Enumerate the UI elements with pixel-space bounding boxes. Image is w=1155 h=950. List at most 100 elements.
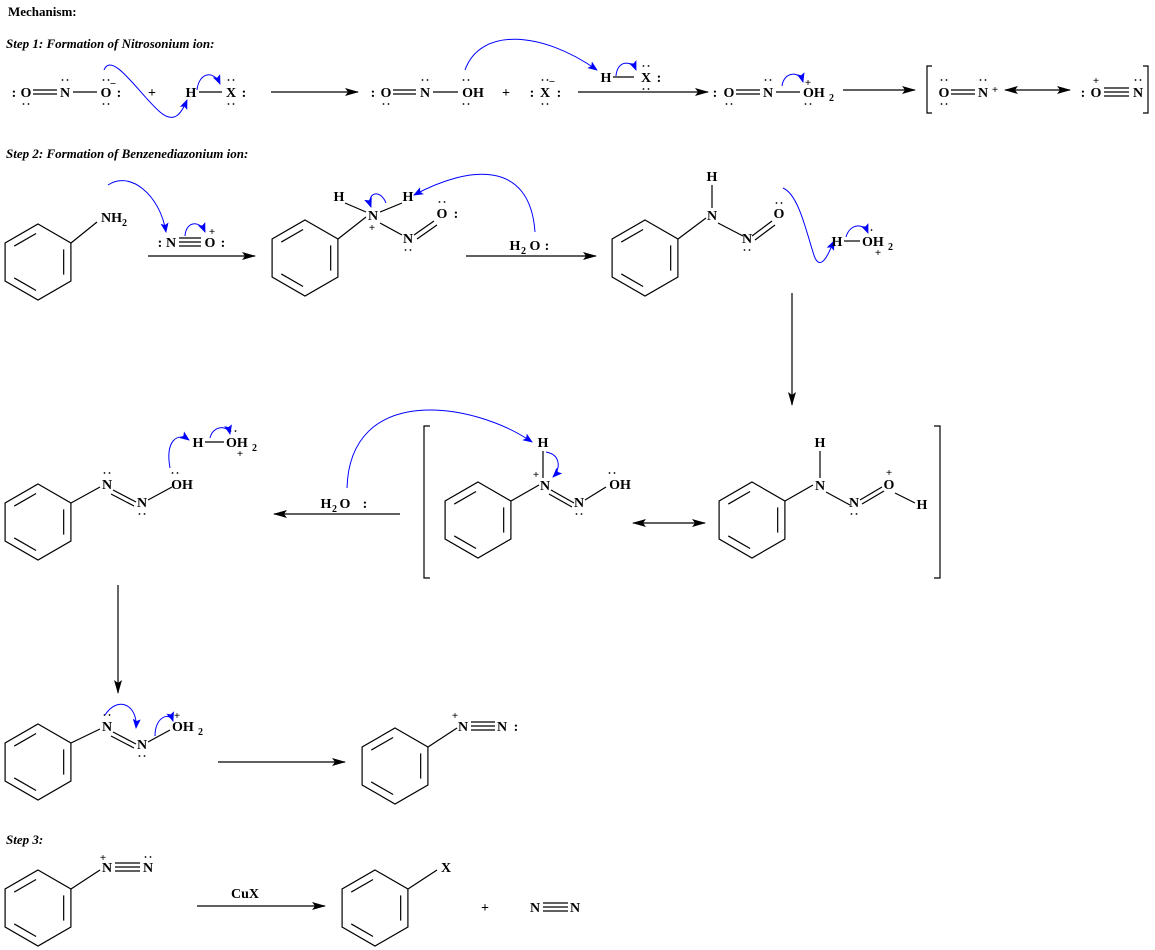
lone-pair-dot — [608, 472, 611, 474]
lone-pair-dot — [404, 249, 407, 251]
bond — [751, 220, 773, 237]
lone-pair-dot — [642, 65, 645, 67]
atom-label-O: O — [381, 86, 392, 101]
atom-label-colon: : — [657, 71, 662, 86]
atom-label-H: H — [186, 86, 197, 101]
atom-label-OH: OH — [462, 86, 484, 101]
bond — [70, 221, 98, 244]
curved-electron-arrow — [346, 409, 533, 489]
atom-label-plus: + — [452, 710, 458, 722]
atom-label-NH: NH — [101, 211, 122, 226]
lone-pair-dot — [541, 79, 544, 81]
benzene-ring — [361, 727, 429, 805]
lone-pair-dot — [108, 714, 111, 716]
atom-label-sub2: 2 — [252, 443, 257, 454]
bond — [453, 490, 477, 505]
atom-label-OH: OH — [172, 720, 194, 735]
bond — [13, 537, 37, 552]
lone-pair-dot — [1139, 79, 1142, 81]
atom-label-OH: OH — [862, 235, 884, 250]
atom-label-H: H — [601, 71, 612, 86]
lone-pair-dot — [171, 472, 174, 474]
curved-electron-arrow — [103, 64, 188, 118]
lone-pair-dot — [850, 513, 853, 515]
atom-label-N: N — [742, 232, 752, 247]
lone-pair-dot — [984, 79, 987, 81]
bond — [344, 202, 367, 213]
bond — [620, 273, 644, 288]
curved-electron-arrow — [154, 711, 174, 737]
atom-label-N: N — [497, 720, 507, 735]
atom-label-plus: + — [174, 710, 180, 722]
atom-label-N: N — [137, 738, 147, 753]
bracket — [1143, 65, 1149, 114]
atom-label-plus: + — [481, 901, 489, 916]
lone-pair-dot — [443, 201, 446, 203]
atom-label-plus: + — [992, 84, 998, 96]
bond — [407, 869, 438, 890]
atom-label-H: H — [403, 190, 414, 205]
bond — [350, 923, 374, 938]
bond — [110, 493, 135, 507]
atom-label-H: H — [538, 436, 549, 451]
atom-label-N: N — [102, 478, 112, 493]
lone-pair-dot — [979, 79, 982, 81]
lone-pair-dot — [66, 79, 69, 81]
bond — [584, 486, 607, 501]
atom-label-X: X — [540, 86, 550, 101]
lone-pair-dot — [232, 103, 235, 105]
atom-label-sub2: 2 — [829, 93, 834, 104]
curved-electron-arrow — [168, 431, 190, 469]
lone-pair-dot — [769, 79, 772, 81]
lone-pair-dot — [387, 103, 390, 105]
atom-label-colon: : — [242, 86, 247, 101]
atom-label-X: X — [441, 861, 451, 876]
bond — [13, 732, 37, 747]
atom-label-plus: + — [805, 77, 811, 89]
lone-pair-dot — [409, 249, 412, 251]
lone-pair-dot — [102, 103, 105, 105]
atom-label-colon: : — [545, 239, 550, 254]
lone-pair-dot — [234, 430, 237, 432]
lone-pair-dot — [138, 755, 141, 757]
bond — [112, 731, 137, 745]
lone-pair-dot — [107, 103, 110, 105]
benzene-ring — [718, 481, 786, 559]
bond — [280, 273, 304, 288]
curved-electron-arrow — [615, 60, 637, 77]
atom-label-plus: + — [886, 467, 892, 479]
bond — [416, 224, 438, 240]
lone-pair-dot — [804, 103, 807, 105]
bond — [825, 491, 851, 506]
atom-label-O: O — [939, 86, 950, 101]
lone-pair-dot — [613, 472, 616, 474]
atom-label-colon: : — [12, 86, 17, 101]
atom-label-O: O — [724, 86, 735, 101]
lone-pair-dot — [764, 79, 767, 81]
atom-label-plus: + — [148, 86, 156, 101]
lone-pair-dot — [870, 229, 873, 231]
bond — [370, 781, 394, 796]
benzene-ring — [4, 223, 72, 301]
bond — [727, 490, 751, 505]
atom-label-N: N — [102, 720, 112, 735]
atom-label-N: N — [102, 861, 112, 876]
bond — [13, 878, 37, 893]
atom-label-O: O — [774, 207, 785, 222]
lone-pair-dot — [467, 103, 470, 105]
bond — [70, 728, 101, 744]
bond — [13, 277, 37, 292]
atom-label-colon: : — [530, 86, 535, 101]
atom-label-N: N — [574, 496, 584, 511]
lone-pair-dot — [780, 202, 783, 204]
curved-electron-arrow — [209, 424, 232, 439]
benzene-ring — [4, 869, 72, 947]
lone-pair-dot — [229, 430, 232, 432]
lone-pair-dot — [945, 103, 948, 105]
step1-heading: Step 1: Formation of Nitrosonium ion: — [6, 36, 214, 51]
lone-pair-dot — [107, 79, 110, 81]
atom-label-N: N — [707, 209, 717, 224]
bond — [379, 222, 403, 236]
lone-pair-dot — [232, 79, 235, 81]
atom-label-N: N — [815, 479, 825, 494]
